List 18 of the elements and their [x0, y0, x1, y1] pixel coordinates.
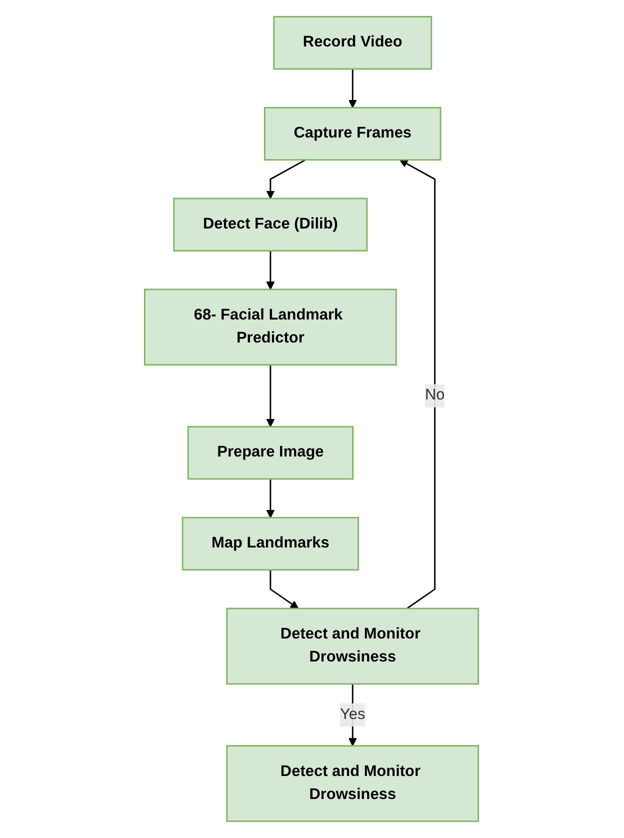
edge-label: Yes [340, 706, 366, 723]
arrow [400, 159, 436, 610]
node-box [144, 288, 398, 366]
node-box [182, 516, 360, 571]
flowchart: Yes No Record Video Capture Frames Detect Face (Dilib) 68- Facial Landmark Predictor Prepare Image Map Landmarks Detect and Monitor Drowsiness Detect and Monitor Drowsiness [137, 9, 487, 829]
arrow [266, 159, 306, 199]
node-box [274, 16, 433, 70]
node-box [188, 426, 354, 480]
arrow [348, 68, 358, 108]
arrow [266, 478, 276, 518]
arrow [270, 570, 300, 609]
arrow [266, 364, 276, 428]
node-box [226, 745, 480, 822]
node-box [226, 608, 480, 685]
arrow [266, 250, 276, 290]
node-box [174, 198, 368, 252]
edge-label: No [425, 387, 446, 404]
node-box [264, 106, 442, 161]
